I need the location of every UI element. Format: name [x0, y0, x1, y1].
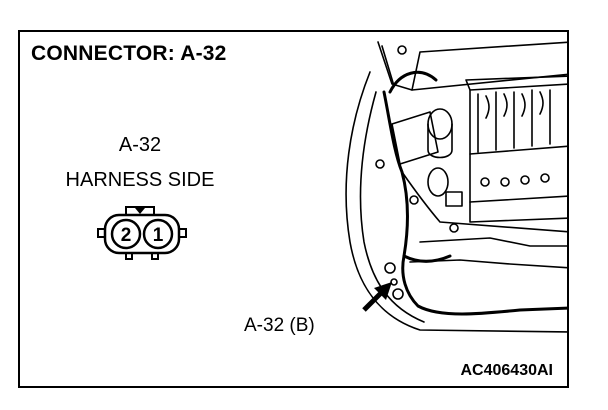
lock-triangle-icon	[135, 208, 145, 214]
pin-1-cavity	[142, 218, 174, 250]
pin-2-cavity	[110, 218, 142, 250]
callout-label: A-32 (B)	[244, 315, 315, 336]
pin-2-label: 2	[121, 225, 132, 246]
connector-id-label: A-32	[118, 134, 162, 156]
diagram-frame: CONNECTOR: A-32 A-32 HARNESS SIDE 2 1	[18, 30, 569, 388]
diagram-title: CONNECTOR: A-32	[31, 42, 227, 65]
connector-side-label: HARNESS SIDE	[65, 169, 215, 191]
callout-arrow-icon	[374, 282, 392, 300]
figure-code: AC406430AI	[460, 362, 554, 379]
engine-compartment-drawing	[345, 41, 567, 333]
pin-1-label: 1	[153, 225, 164, 246]
connector-face-drawing: 2 1	[97, 206, 187, 260]
